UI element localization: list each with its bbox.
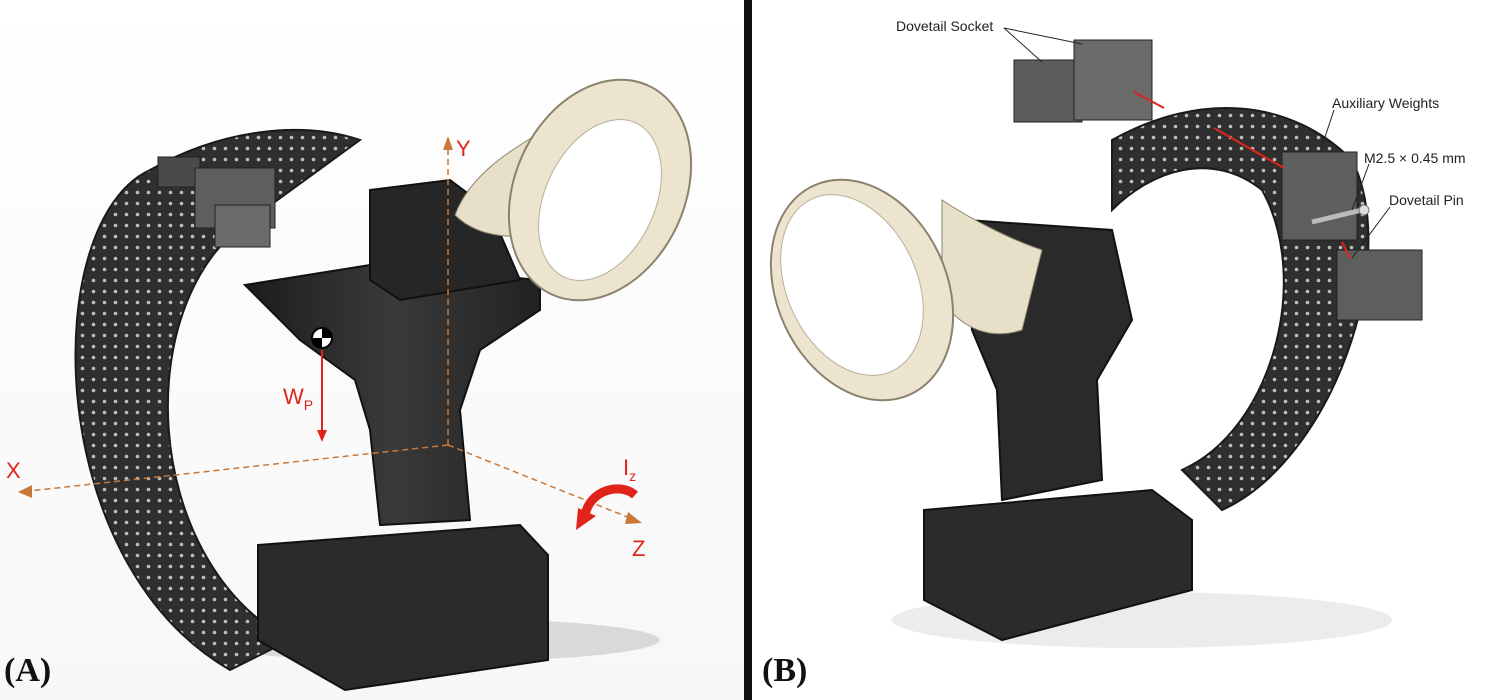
panel-b-label: (B) [762,652,808,689]
controller-tracking-ring [454,78,693,302]
inertia-label: Iz [623,455,637,484]
callout-screw-spec: M2.5 × 0.45 mm [1364,150,1466,166]
controller-tracking-ring [769,178,1043,402]
panel-b: Dovetail Socket Auxiliary Weights M2.5 ×… [752,0,1500,700]
axis-label-z: Z [632,536,646,561]
center-of-mass-icon [311,327,333,349]
callout-dovetail-socket: Dovetail Socket [896,18,994,34]
weight-label-main: W [283,384,304,409]
rotation-arrow-icon [580,484,638,517]
auxiliary-weight-blocks [157,156,276,248]
panel-a-illustration [18,78,693,692]
panel-a-label: (A) [4,652,52,689]
panel-divider [744,0,752,700]
inertia-label-main: I [623,455,630,480]
m2-5-screw [1311,204,1370,225]
inertia-label-sub: z [629,468,637,484]
handle-base [923,488,1193,642]
axis-label-x: X [6,458,21,483]
weight-label: WP [283,384,314,413]
callout-dovetail-pin: Dovetail Pin [1389,192,1464,208]
handle-base [257,523,549,692]
panel-b-illustration [769,27,1423,648]
axis-label-y: Y [456,136,471,161]
perforated-arc-plate [74,129,363,672]
callout-leaders [1003,27,1391,259]
dovetail-pin-block [1336,249,1423,321]
coordinate-axes [19,140,641,523]
callout-auxiliary-weights: Auxiliary Weights [1332,95,1440,111]
weight-label-sub: P [303,397,314,413]
alignment-lines [1133,91,1351,259]
auxiliary-weight-block [1281,151,1358,241]
panel-a: Y X Z WP Iz (A) [0,0,744,700]
dovetail-socket-blocks [1013,39,1153,123]
